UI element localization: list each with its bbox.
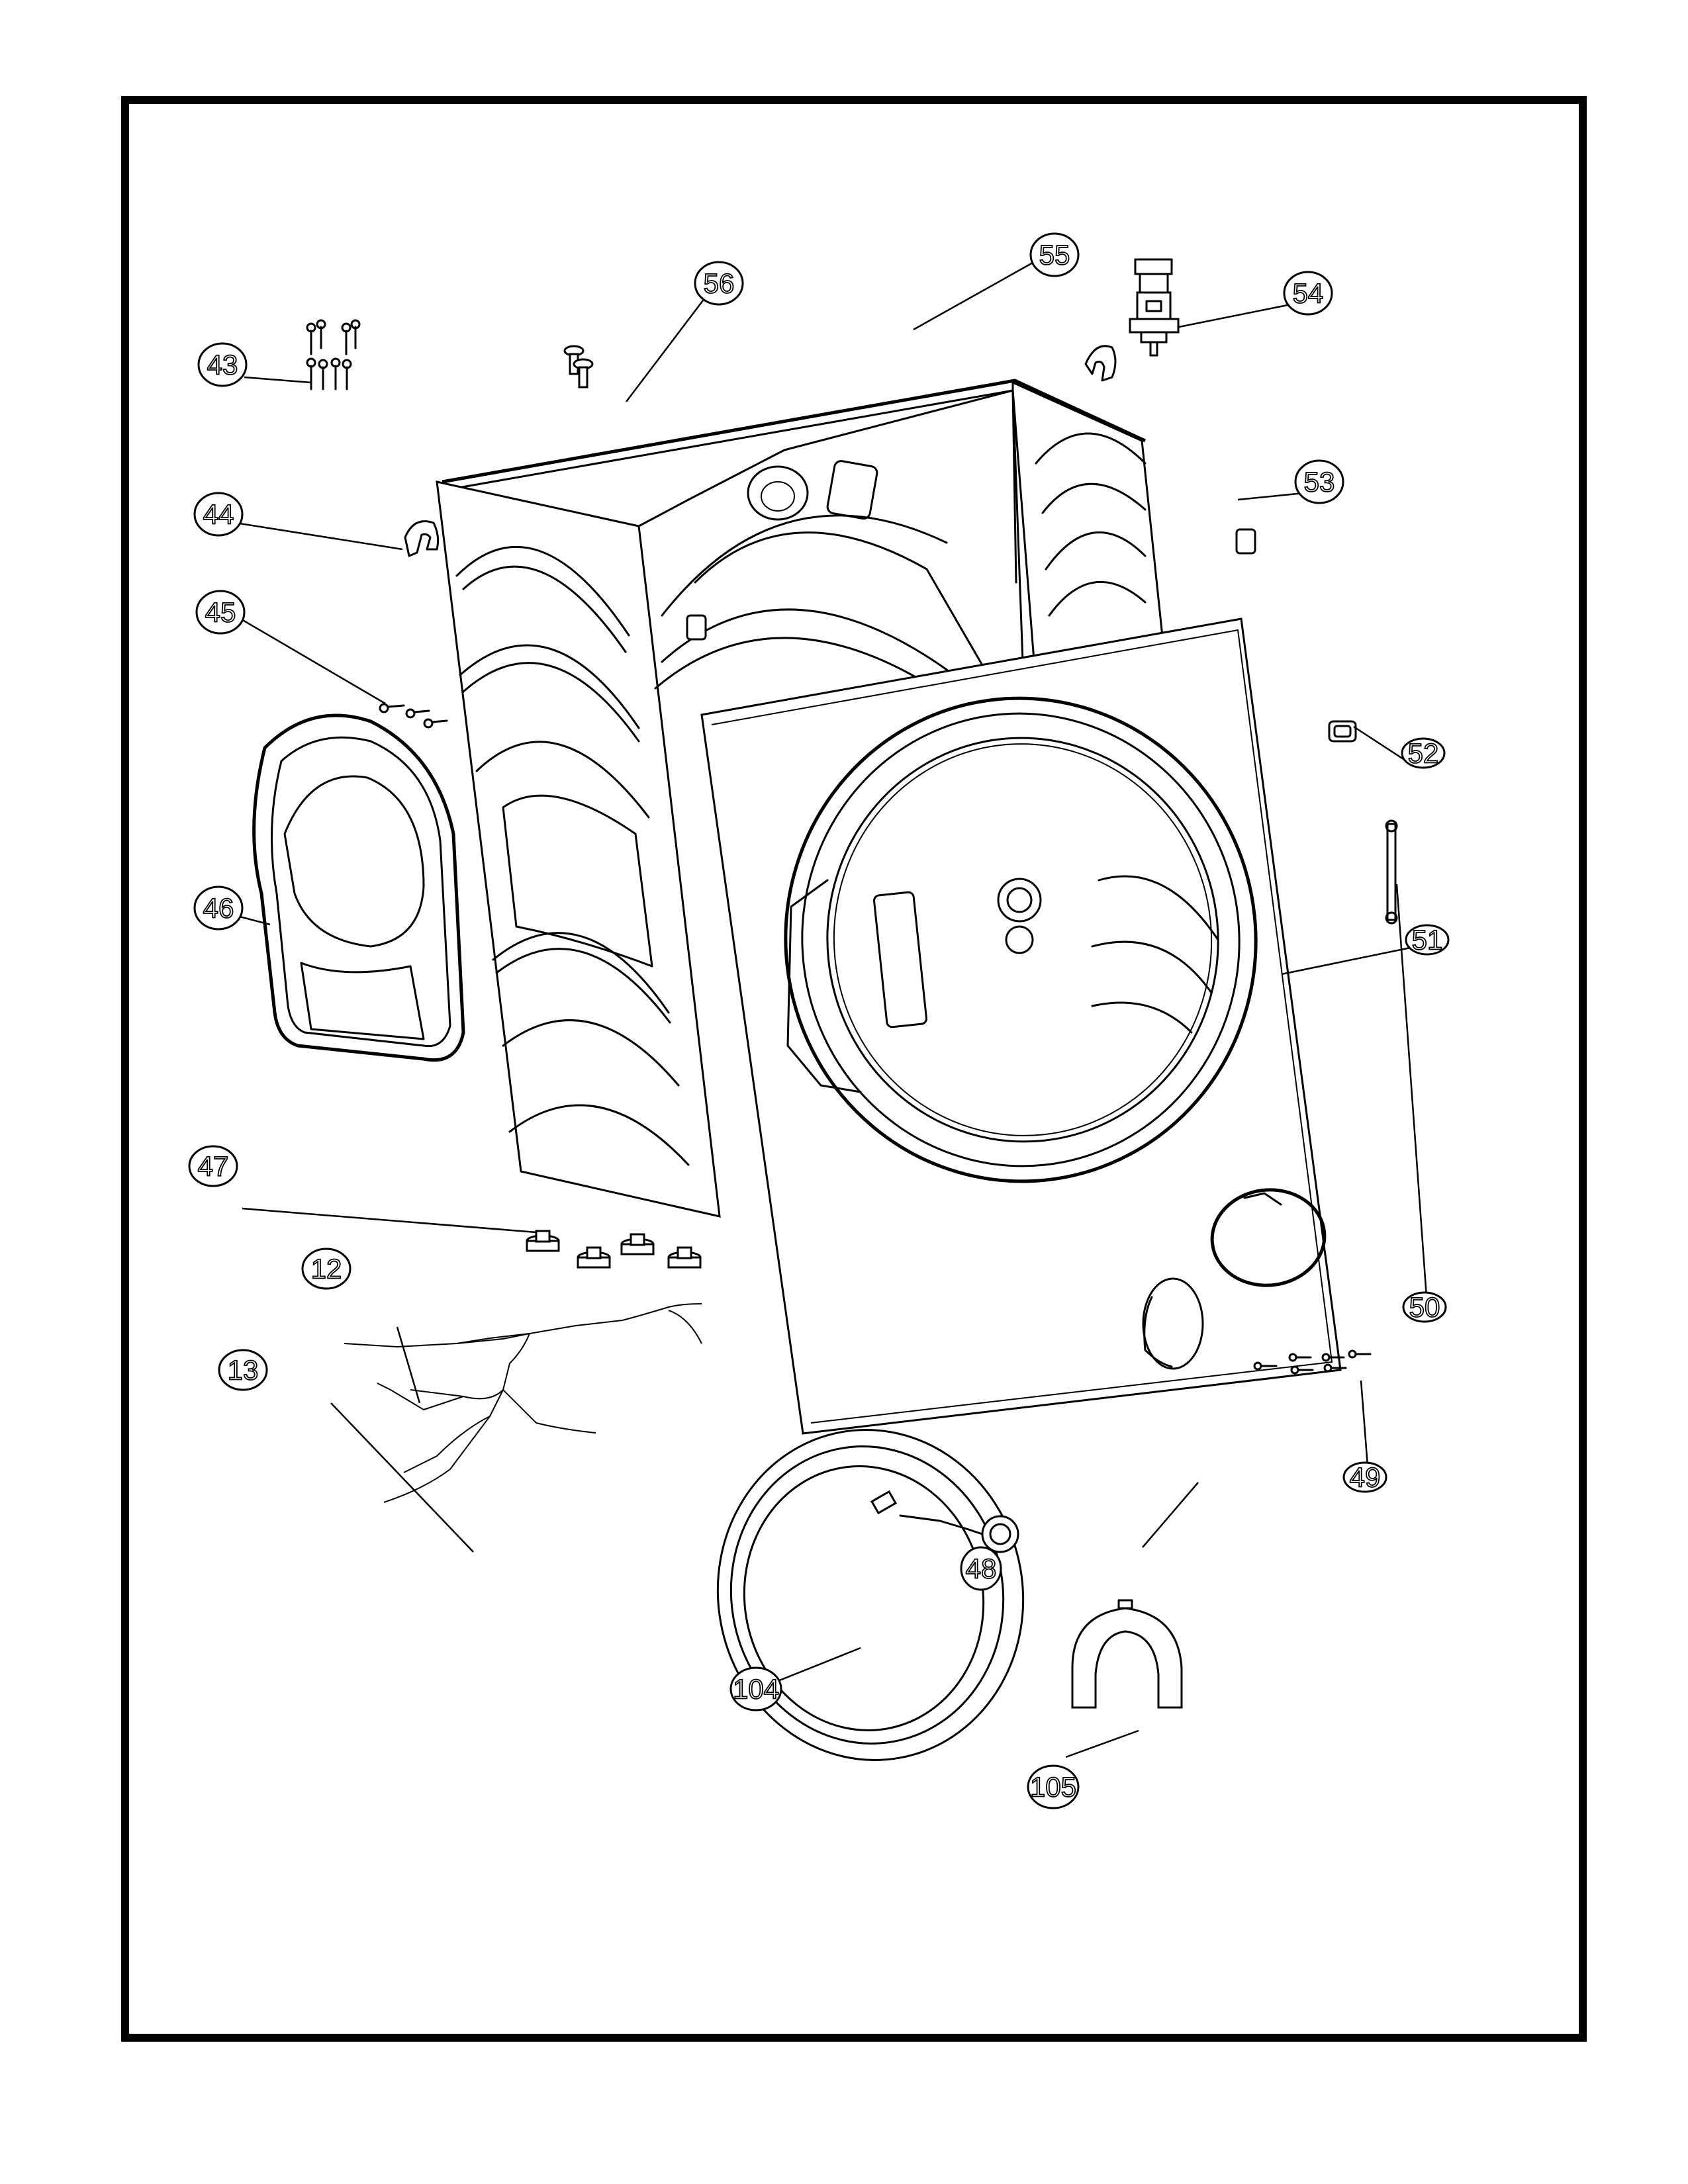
callout-label: 44 — [203, 499, 234, 530]
drawing-border — [121, 96, 1587, 2042]
leveling-feet-47 — [526, 1230, 702, 1269]
callout-49: 49 — [1342, 1461, 1387, 1493]
callout-label: 48 — [966, 1553, 997, 1584]
pressure-switch-54 — [1129, 258, 1180, 357]
callout-label: 50 — [1409, 1292, 1440, 1323]
callout-50: 50 — [1402, 1291, 1447, 1323]
callout-label: 51 — [1412, 925, 1443, 956]
right-panel-ribs — [1035, 432, 1147, 617]
callout-44: 44 — [193, 492, 244, 537]
rod-50 — [1385, 819, 1398, 925]
hose-guide-105 — [1071, 1599, 1183, 1709]
callout-51: 51 — [1405, 924, 1450, 956]
callout-label: 104 — [733, 1674, 779, 1705]
callout-label: 53 — [1304, 467, 1335, 498]
callout-label: 12 — [311, 1253, 342, 1285]
callout-13: 13 — [218, 1349, 268, 1391]
top-clip — [1084, 345, 1117, 382]
callout-47: 47 — [188, 1145, 238, 1187]
callout-55: 55 — [1029, 232, 1080, 277]
callout-label: 46 — [203, 893, 234, 924]
wire-harness-12-13 — [344, 1303, 702, 1503]
leader-lines — [239, 261, 1428, 1758]
hose-clip-44 — [404, 520, 440, 557]
callout-105: 105 — [1027, 1764, 1080, 1809]
callout-label: 56 — [704, 268, 735, 299]
shoulder-screws-56 — [563, 345, 594, 388]
inlet-hose-104 — [716, 1429, 1025, 1761]
callout-43: 43 — [197, 342, 248, 387]
callout-53: 53 — [1294, 459, 1344, 504]
screws-49 — [1253, 1349, 1372, 1375]
callout-45: 45 — [195, 590, 246, 635]
callout-label: 49 — [1350, 1462, 1381, 1493]
filter-cap-48 — [1142, 1277, 1204, 1370]
callout-label: 105 — [1030, 1772, 1076, 1803]
callout-52: 52 — [1401, 737, 1446, 769]
callout-label: 55 — [1039, 240, 1070, 271]
bracket-52 — [1328, 720, 1357, 743]
callout-label: 52 — [1408, 738, 1439, 769]
callout-56: 56 — [694, 261, 744, 306]
callout-label: 45 — [205, 597, 236, 628]
callout-label: 54 — [1293, 278, 1324, 309]
callout-46: 46 — [193, 886, 244, 931]
access-panel-46 — [252, 713, 465, 1062]
screws-43 — [306, 319, 361, 390]
front-panel-part — [700, 617, 1342, 1435]
callout-label: 13 — [228, 1355, 259, 1386]
callout-label: 43 — [207, 349, 238, 381]
callout-12: 12 — [301, 1248, 352, 1290]
callout-54: 54 — [1283, 271, 1333, 316]
callout-48: 48 — [960, 1546, 1002, 1591]
left-panel-ribs — [455, 545, 690, 1166]
callout-label: 47 — [198, 1151, 229, 1182]
screws-45 — [379, 703, 448, 729]
callout-104: 104 — [729, 1666, 782, 1711]
